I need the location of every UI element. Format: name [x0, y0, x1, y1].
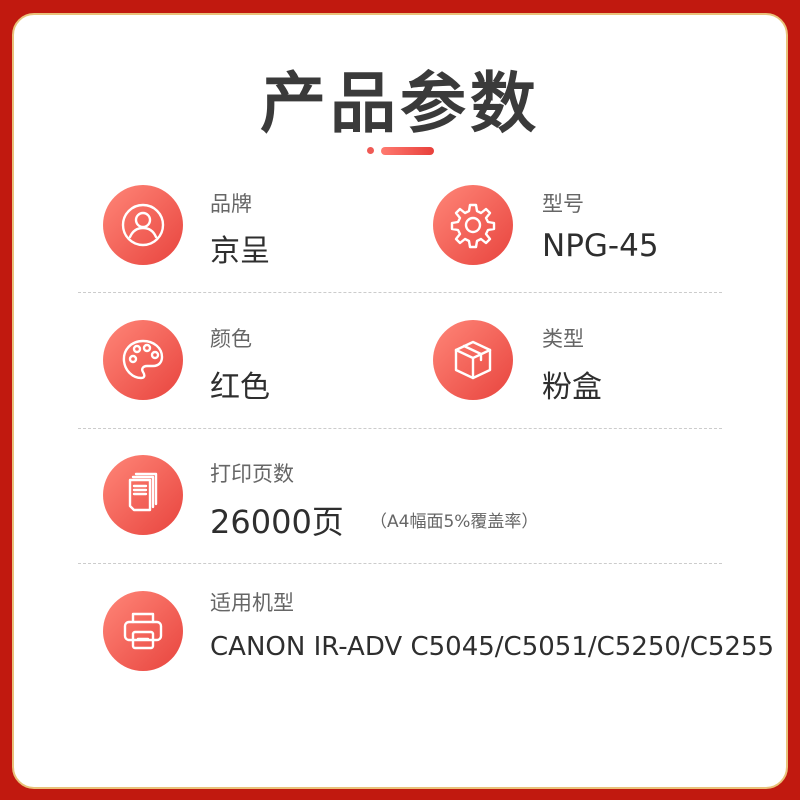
divider: [78, 563, 722, 564]
divider: [78, 292, 722, 293]
title-decoration-dot: [367, 147, 374, 154]
brand-value: 京呈: [210, 234, 270, 269]
brand-label: 品牌: [210, 192, 252, 216]
pages-label: 打印页数: [210, 462, 294, 486]
type-label: 类型: [542, 327, 584, 351]
page-title: 产品参数: [260, 65, 540, 142]
pages-icon: [103, 455, 183, 535]
palette-icon: [103, 320, 183, 400]
pages-note: （A4幅面5%覆盖率）: [370, 512, 539, 532]
color-value: 红色: [210, 370, 270, 405]
type-value: 粉盒: [542, 370, 602, 405]
pages-value: 26000页: [210, 503, 344, 541]
user-icon: [103, 185, 183, 265]
gear-icon: [433, 185, 513, 265]
compat-label: 适用机型: [210, 591, 294, 615]
title-decoration-bar: [381, 147, 434, 155]
divider: [78, 428, 722, 429]
printer-icon: [103, 591, 183, 671]
color-label: 颜色: [210, 327, 252, 351]
model-value: NPG-45: [542, 228, 659, 264]
box-icon: [433, 320, 513, 400]
model-label: 型号: [542, 192, 584, 216]
compat-value: CANON IR-ADV C5045/C5051/C5250/C5255: [210, 632, 775, 662]
